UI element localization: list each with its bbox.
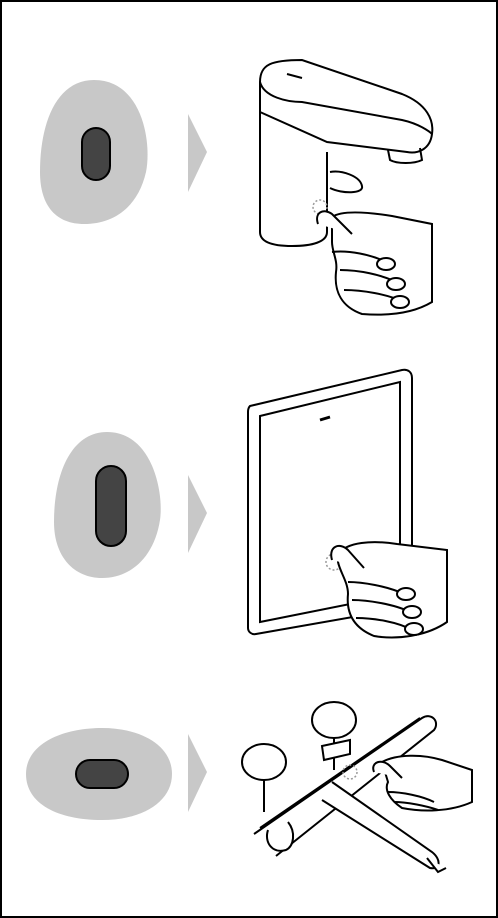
panel-wall-plate-illustration	[2, 332, 496, 682]
panel-basin-mixer	[2, 2, 496, 332]
panel-basin-mixer-illustration	[2, 2, 496, 332]
arrow-right-icon	[188, 475, 207, 553]
hand-icon	[373, 756, 472, 811]
sensor-pad-icon	[54, 432, 161, 578]
arrow-right-icon	[188, 114, 207, 192]
sensor-pad-icon	[40, 80, 148, 224]
panel-wall-plate	[2, 332, 496, 682]
sensor-pad-icon	[26, 728, 172, 820]
arrow-right-icon	[188, 734, 207, 812]
panel-thermostat	[2, 682, 496, 916]
hand-icon	[331, 542, 447, 637]
hand-icon	[317, 211, 432, 314]
panel-thermostat-illustration	[2, 682, 496, 916]
